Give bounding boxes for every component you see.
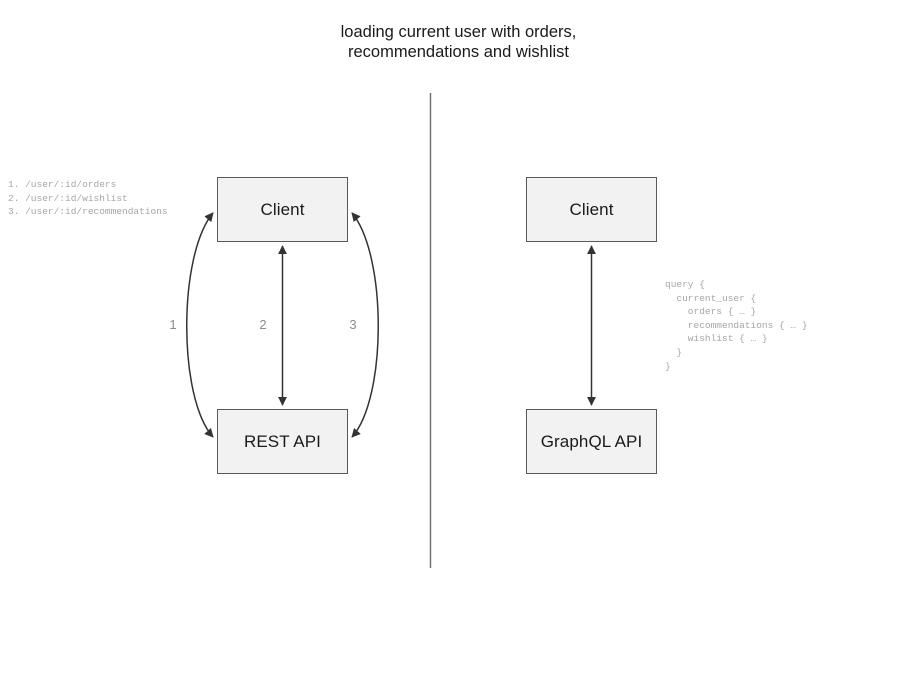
node-rest-api-label: REST API [243, 431, 322, 451]
node-graphql-client-label: Client [569, 199, 614, 219]
node-rest-client-label: Client [260, 199, 305, 219]
page-title: loading current user with orders, recomm… [340, 23, 577, 61]
node-graphql-api[interactable]: GraphQL API [526, 409, 657, 474]
edge-label-1: 1 [169, 317, 177, 332]
node-graphql-api-label: GraphQL API [540, 431, 643, 451]
node-rest-api[interactable]: REST API [217, 409, 348, 474]
edge-label-3: 3 [349, 317, 357, 332]
rest-endpoint-list: 1. /user/:id/orders 2. /user/:id/wishlis… [8, 179, 168, 218]
graphql-query-snippet: query { current_user { orders { … } reco… [665, 279, 808, 372]
rest-edge-1 [186, 212, 214, 438]
node-graphql-client[interactable]: Client [526, 177, 657, 242]
node-rest-client[interactable]: Client [217, 177, 348, 242]
edge-label-2: 2 [259, 317, 267, 332]
